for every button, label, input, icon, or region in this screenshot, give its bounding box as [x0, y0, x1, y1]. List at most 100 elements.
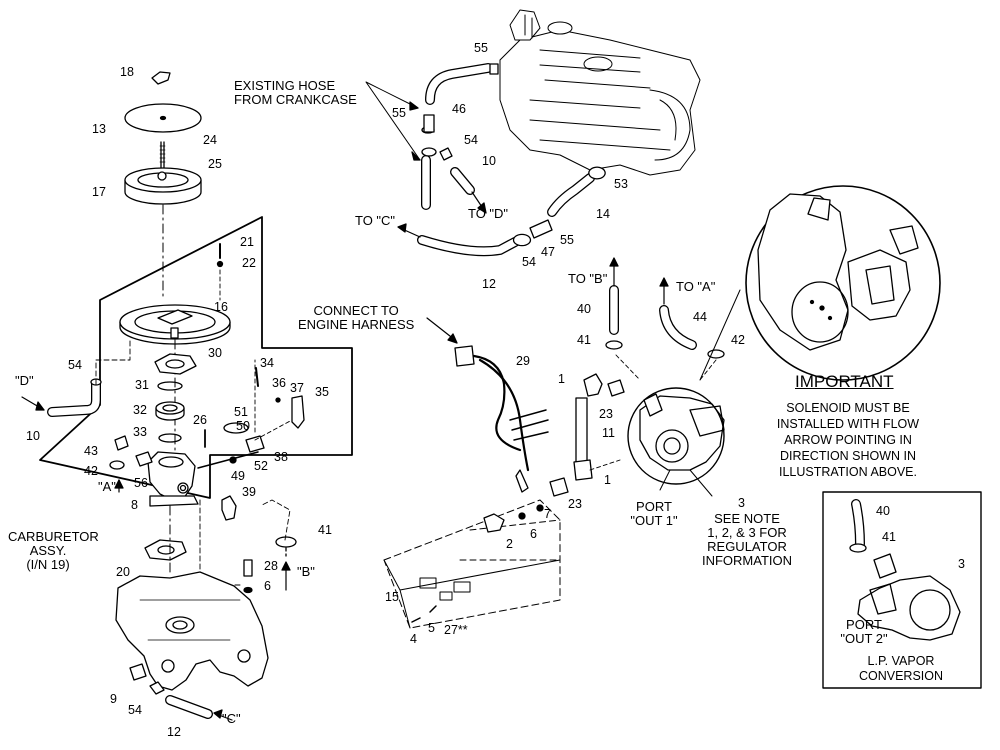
callout-55-c: 55 — [560, 233, 574, 247]
a-inlet-caption: "A" — [98, 479, 116, 494]
existing-hose-caption-line1: EXISTING HOSE — [234, 78, 336, 93]
callout-8: 8 — [131, 498, 138, 512]
callout-6: 6 — [264, 579, 271, 593]
to-a-caption: TO "A" — [676, 279, 716, 294]
callout-10-upper: 10 — [482, 154, 496, 168]
callout-21: 21 — [240, 235, 254, 249]
nipple-part — [575, 397, 588, 463]
existing-hose-caption: EXISTING HOSE FROM CRANKCASE — [234, 79, 357, 107]
callout-54-lower: 54 — [128, 703, 142, 717]
callout-24: 24 — [203, 133, 217, 147]
callout-35: 35 — [315, 385, 329, 399]
callout-42-mid: 42 — [731, 333, 745, 347]
callout-14: 14 — [596, 207, 610, 221]
plate-part — [223, 422, 249, 434]
lp-vapor-title-line2: CONVERSION — [858, 669, 944, 683]
elbow-part — [583, 373, 603, 397]
clamp-part-3 — [489, 63, 499, 75]
callout-16: 16 — [214, 300, 228, 314]
callout-41: 41 — [318, 523, 332, 537]
callout-7: 7 — [544, 507, 551, 521]
callout-5: 5 — [428, 621, 435, 635]
plug-part — [129, 663, 147, 681]
important-note: SOLENOID MUST BE INSTALLED WITH FLOW ARR… — [776, 401, 920, 479]
callout-1: 1 — [558, 372, 565, 386]
fitting-part-3 — [423, 114, 435, 133]
callout-13: 13 — [92, 122, 106, 136]
lp-vapor-title-line1: L.P. VAPOR — [867, 654, 935, 668]
connect-harness-caption-line1: CONNECT TO — [313, 303, 399, 318]
pipe-part — [165, 695, 213, 719]
callout-31: 31 — [135, 378, 149, 392]
carburetor-body-part — [147, 451, 199, 507]
callout-20: 20 — [116, 565, 130, 579]
callout-25: 25 — [208, 157, 222, 171]
base-plate-part — [119, 304, 231, 345]
existing-hose-caption-line2: FROM CRANKCASE — [234, 92, 357, 107]
callout-54-mid: 54 — [522, 255, 536, 269]
carburetor-caption-line3: (I/N 19) — [26, 557, 70, 572]
connect-harness-caption-line2: ENGINE HARNESS — [298, 317, 415, 332]
callout-53: 53 — [614, 177, 628, 191]
callout-50: 50 — [236, 419, 250, 433]
regulator-note-line1: SEE NOTE — [714, 511, 780, 526]
callout-46: 46 — [452, 102, 466, 116]
callout-55: 55 — [474, 41, 488, 55]
port-out2-caption-line2: "OUT 2" — [840, 631, 888, 646]
important-title: IMPORTANT — [795, 372, 894, 391]
callout-1-lower: 1 — [604, 473, 611, 487]
breather-tube-part — [450, 167, 475, 195]
to-c-caption: TO "C" — [355, 213, 396, 228]
callout-43: 43 — [84, 444, 98, 458]
callout-33: 33 — [133, 425, 147, 439]
callout-40: 40 — [577, 302, 591, 316]
regulator-note-line3: REGULATOR — [707, 539, 787, 554]
carburetor-caption-line2: ASSY. — [29, 543, 67, 558]
callout-3-lp: 3 — [958, 557, 965, 571]
callout-38: 38 — [274, 450, 288, 464]
lp-vapor-hose-part — [851, 499, 865, 549]
fitting-part-4 — [607, 379, 625, 397]
wiring-harness-part — [454, 345, 549, 493]
callout-23-lower: 23 — [568, 497, 582, 511]
regulator-note-line2: 1, 2, & 3 FOR — [707, 525, 787, 540]
clamp-part — [109, 460, 125, 470]
callout-6-rail: 6 — [530, 527, 537, 541]
carburetor-caption-line1: CARBURETOR — [8, 529, 99, 544]
callout-39: 39 — [242, 485, 256, 499]
port-out2-caption: PORT "OUT 2" — [834, 618, 894, 646]
air-cleaner-cover-part — [124, 103, 202, 133]
regulator-part — [639, 393, 725, 471]
crankcase-hose-part — [421, 63, 493, 210]
nut-part-2 — [149, 681, 165, 695]
lp-vapor-box — [822, 491, 982, 689]
callout-27: 27** — [444, 623, 468, 637]
callout-18: 18 — [120, 65, 134, 79]
callout-22: 22 — [242, 256, 256, 270]
callout-34: 34 — [260, 356, 274, 370]
connect-harness-caption: CONNECT TO ENGINE HARNESS — [298, 304, 414, 332]
to-d-caption: TO "D" — [468, 206, 509, 221]
mounting-rail-part — [383, 499, 561, 629]
callout-41-lp: 41 — [882, 530, 896, 544]
callout-32: 32 — [133, 403, 147, 417]
callout-51: 51 — [234, 405, 248, 419]
port-out2-caption-line1: PORT — [846, 617, 882, 632]
callout-42: 42 — [84, 464, 98, 478]
spacer-part — [155, 401, 185, 421]
gasket-part — [154, 353, 197, 375]
callout-23: 23 — [599, 407, 613, 421]
engine-block-part — [499, 9, 701, 176]
callout-36: 36 — [272, 376, 286, 390]
regulator-note-caption: SEE NOTE 1, 2, & 3 FOR REGULATOR INFORMA… — [695, 512, 799, 568]
callout-54: 54 — [68, 358, 82, 372]
hose-part — [47, 378, 102, 417]
callout-26: 26 — [193, 413, 207, 427]
fitting-part — [114, 435, 129, 451]
stud-part — [159, 141, 166, 169]
union-part — [483, 513, 505, 533]
callout-28: 28 — [264, 559, 278, 573]
o-ring-part — [157, 381, 183, 391]
